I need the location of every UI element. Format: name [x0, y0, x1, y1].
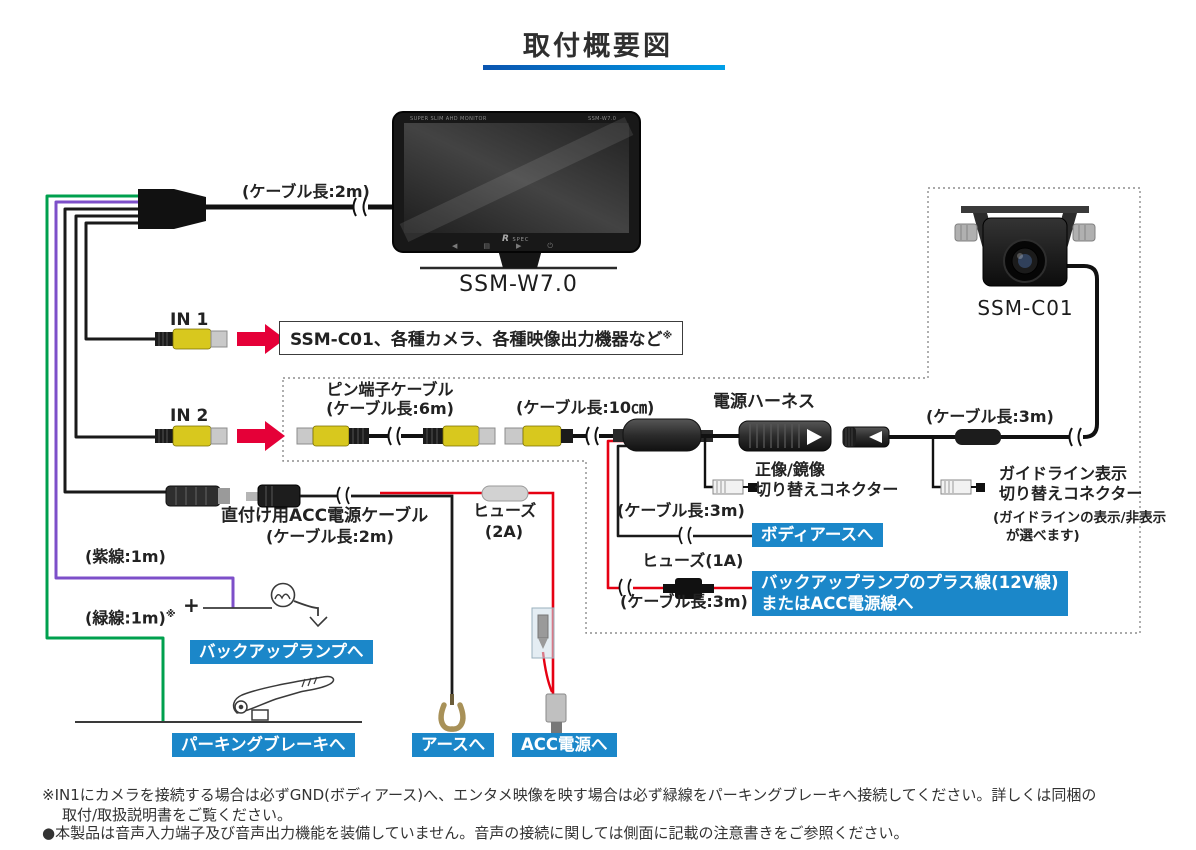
- backup-lamp-icon: [203, 582, 328, 628]
- in1-arrow-icon: [237, 324, 285, 354]
- footnote-1-line1: ※IN1にカメラを接続する場合は必ずGND(ボディアース)へ、エンタメ映像を映す…: [42, 786, 1097, 804]
- power-harness-connector-icon: [701, 420, 832, 452]
- in1-note-mark: ※: [662, 330, 673, 342]
- purple-wire-label: (紫線:1m): [85, 547, 166, 566]
- monitor-top-left-text: SUPER SLIM AHD MONITOR: [410, 116, 487, 122]
- pin-cable-name-label: ピン端子ケーブル: [326, 380, 454, 399]
- guideline-switch-connector-icon: [931, 437, 985, 495]
- pin-cable-length-label: (ケーブル長:6m): [326, 399, 454, 418]
- earth-terminal-icon: [438, 694, 466, 732]
- monitor-menu-icon: ▤: [483, 242, 517, 250]
- guideline-note-label-1: (ガイドラインの表示/非表示: [993, 510, 1167, 526]
- dotted-boundary: [282, 187, 1141, 634]
- green-wire-note-mark: ※: [165, 609, 176, 620]
- mirror-connector-label-1: 正像/鏡像: [755, 460, 825, 479]
- parking-brake-icon: [75, 675, 362, 723]
- camera-cable-3m-label: (ケーブル長:3m): [926, 407, 1054, 426]
- footnote-2: ●本製品は音声入力端子及び音声出力機能を装備していません。音声の接続に関しては側…: [42, 824, 909, 842]
- harness-wires: [45, 194, 235, 723]
- in1-label: IN 1: [170, 310, 209, 330]
- backup-plus-tag-line1: バックアップランプのプラス線(12V線): [761, 573, 1059, 592]
- in2-arrow-icon: [237, 421, 285, 451]
- cable-2m-label: (ケーブル長:2m): [242, 182, 370, 201]
- in2-label: IN 2: [170, 406, 209, 426]
- in1-rca-plug-icon: [155, 328, 228, 350]
- acc-power-cable: [165, 484, 555, 697]
- cable-10cm-label: (ケーブル長:10㎝): [516, 398, 655, 417]
- body-earth-cable-3m-label: (ケーブル長:3m): [617, 501, 745, 520]
- backup-plus-tag: バックアップランプのプラス線(12V線) またはACC電源線へ: [752, 571, 1068, 617]
- rca-jack-10cm-lead-icon: [504, 425, 632, 447]
- monitor-left-icon: ◀: [452, 242, 484, 250]
- monitor-cable: [204, 197, 400, 217]
- mirror-switch-connector-icon: [703, 436, 757, 495]
- page-title-wrap: 取付概要図: [0, 24, 1196, 63]
- monitor-model-label: SSM-W7.0: [459, 272, 578, 297]
- parking-brake-tag: パーキングブレーキへ: [172, 733, 355, 758]
- camera-cable: [889, 264, 1099, 447]
- guideline-note-label-2: が選べます): [1006, 528, 1080, 544]
- guideline-connector-label-1: ガイドライン表示: [999, 464, 1128, 483]
- monitor-top-right-text: SSM-W7.0: [588, 116, 617, 122]
- green-wire-label: (緑線:1m)※: [85, 608, 176, 628]
- monitor-buttons-row: ◀▤▶⏻: [452, 242, 579, 251]
- plus-sign-label: +: [183, 593, 200, 617]
- fuse-2a-label-1: ヒューズ: [473, 501, 537, 520]
- pin-terminal-cable-icon: [296, 425, 496, 447]
- monitor-illustration: [392, 111, 641, 270]
- mirror-connector-label-2: 切り替えコネクター: [755, 480, 899, 499]
- fuse-1a-icon: [663, 578, 714, 599]
- guideline-connector-label-2: 切り替えコネクター: [999, 484, 1143, 503]
- cable-junction-icon: [613, 418, 713, 452]
- camera-connector-icon: [842, 426, 890, 448]
- power-harness-label: 電源ハーネス: [713, 392, 815, 412]
- acc-power-tag: ACC電源へ: [512, 733, 617, 758]
- backup-plus-tag-line2: またはACC電源線へ: [761, 594, 914, 614]
- acc-cable-name-label: 直付け用ACC電源ケーブル: [221, 506, 429, 526]
- in1-target-box: SSM-C01、各種カメラ、各種映像出力機器など※: [279, 321, 684, 355]
- backup-lamp-tag: バックアップランプへ: [190, 640, 373, 665]
- monitor-brand-logo: R SPEC: [502, 234, 530, 244]
- acc-cable-length-label: (ケーブル長:2m): [266, 527, 394, 546]
- title-underline: [483, 65, 725, 70]
- camera-model-label: SSM-C01: [977, 296, 1074, 320]
- earth-tag: アースへ: [412, 733, 495, 758]
- page-title: 取付概要図: [523, 31, 673, 62]
- acc-splice-icon: [531, 607, 567, 738]
- monitor-connector-icon: [138, 189, 206, 229]
- footnote-1-line2: 取付/取扱説明書をご覧ください。: [62, 806, 293, 824]
- body-earth-tag: ボディアースへ: [752, 523, 883, 548]
- backup-cable-3m-label: (ケーブル長:3m): [620, 592, 748, 611]
- fuse-2a-label-2: (2A): [484, 522, 524, 541]
- monitor-right-icon: ▶: [516, 242, 548, 250]
- monitor-power-icon: ⏻: [547, 242, 579, 250]
- camera-illustration: [954, 206, 1096, 287]
- fuse-1a-label: ヒューズ(1A): [642, 551, 744, 570]
- in2-rca-plug-icon: [155, 425, 228, 447]
